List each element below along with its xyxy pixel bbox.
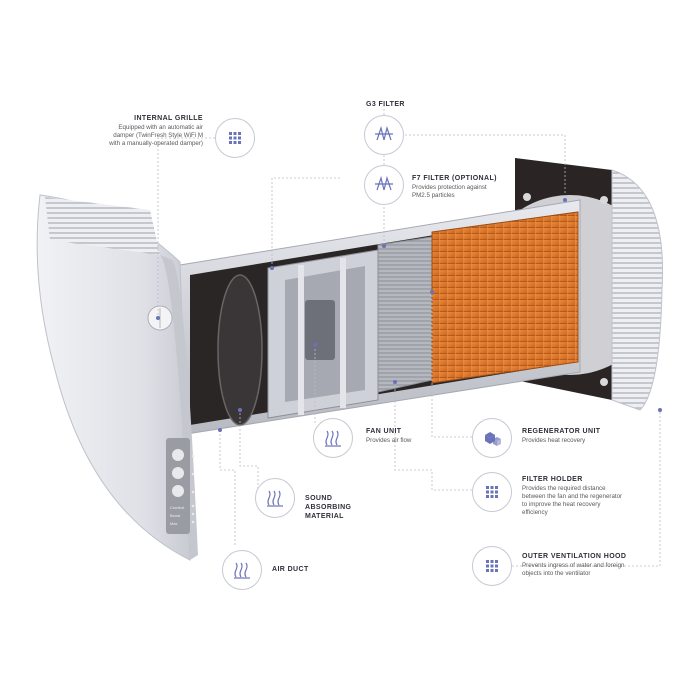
g3-filter-icon <box>364 115 404 155</box>
leader-dots <box>156 198 662 432</box>
internal-grille-title: INTERNAL GRILLE <box>134 115 203 122</box>
f7-filter-title: F7 FILTER (OPTIONAL) <box>412 175 497 182</box>
fan-unit-wave-icon <box>313 418 353 458</box>
callout-internal-grille: INTERNAL GRILLE Equipped with an automat… <box>103 115 203 148</box>
filter-holder-title: FILTER HOLDER <box>522 476 583 483</box>
regenerator-title: REGENERATOR UNIT <box>522 428 601 435</box>
filter-holder-grid-icon <box>472 472 512 512</box>
outer-hood-title: OUTER VENTILATION HOOD <box>522 553 627 560</box>
callout-g3-filter: G3 FILTER <box>366 101 405 108</box>
filter-holder-desc: Provides the required distance between t… <box>522 485 623 516</box>
regenerator-unit <box>431 211 579 384</box>
g3-filter-title: G3 FILTER <box>366 101 405 108</box>
outer-hood-cover <box>611 169 664 411</box>
f7-filter-icon <box>364 165 404 205</box>
panel-label-1: Comfort <box>170 505 185 510</box>
internal-grille-grid-icon <box>215 118 255 158</box>
internal-grille-desc: Equipped with an automatic air damper (T… <box>109 124 203 147</box>
regenerator-desc: Provides heat recovery <box>522 437 586 444</box>
callout-filter-holder: FILTER HOLDER Provides the required dist… <box>522 476 627 517</box>
panel-label-2: Boost <box>170 513 181 518</box>
callout-fan-unit: FAN UNIT Provides air flow <box>366 428 446 445</box>
air-duct-title: AIR DUCT <box>272 566 309 573</box>
fan-unit-title: FAN UNIT <box>366 428 402 435</box>
filter-pack <box>377 236 433 393</box>
air-duct-wave-icon <box>222 550 262 590</box>
callout-regenerator: REGENERATOR UNIT Provides heat recovery <box>522 428 612 445</box>
callout-air-duct: AIR DUCT <box>272 566 309 573</box>
callout-f7-filter: F7 FILTER (OPTIONAL) Provides protection… <box>412 175 502 200</box>
callout-outer-hood: OUTER VENTILATION HOOD Prevents ingress … <box>522 553 632 578</box>
fan-unit-desc: Provides air flow <box>366 437 412 444</box>
outer-hood-grid-icon <box>472 546 512 586</box>
f7-filter-desc: Provides protection against PM2.5 partic… <box>412 184 487 199</box>
sound-absorbing-wave-icon <box>255 478 295 518</box>
callout-sound-absorbing: SOUND ABSORBING MATERIAL <box>305 494 375 521</box>
regenerator-cubes-icon <box>472 418 512 458</box>
sound-absorbing-title: SOUND ABSORBING MATERIAL <box>305 495 352 520</box>
outer-hood-desc: Prevents ingress of water and foreign ob… <box>522 562 625 577</box>
panel-label-3: Max <box>170 521 178 526</box>
